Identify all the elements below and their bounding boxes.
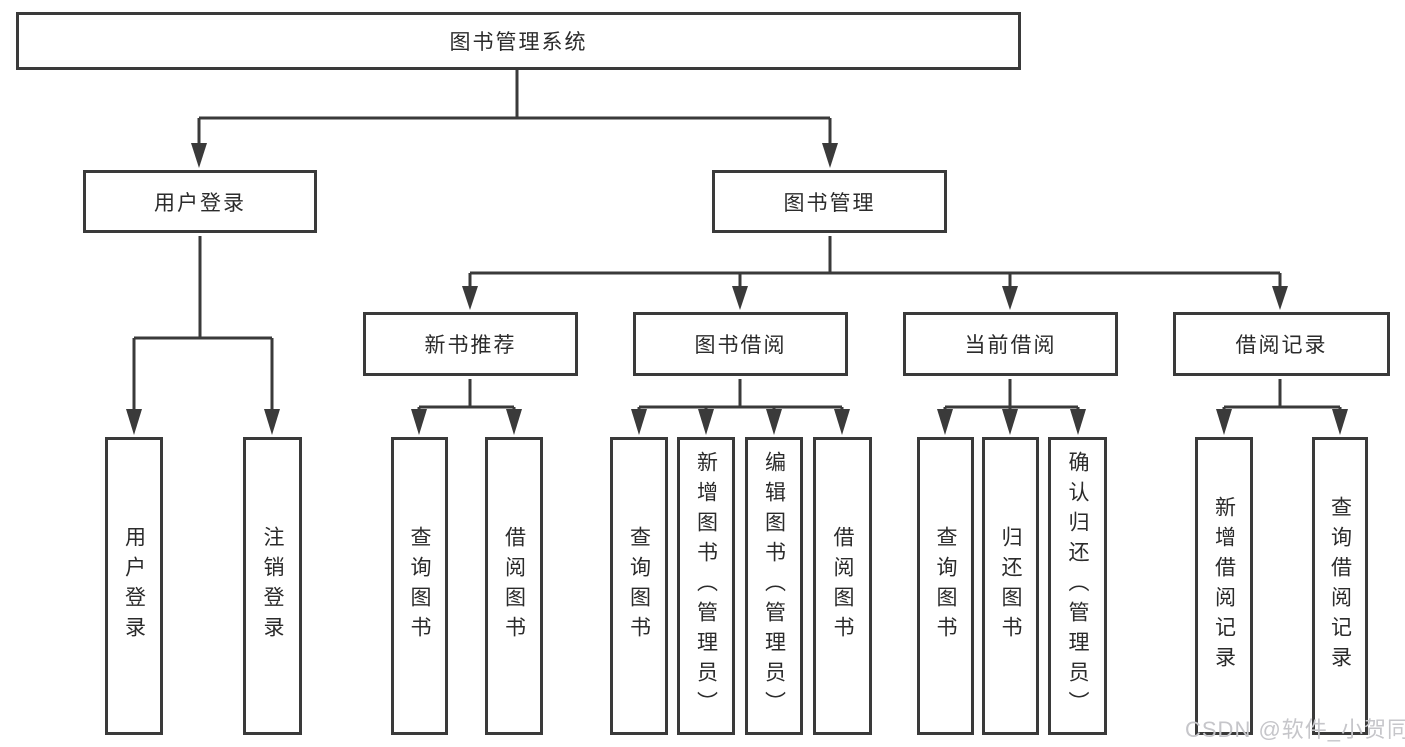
leaf-query-borrow-record: 查询借阅记录 bbox=[1312, 437, 1368, 735]
leaf-borrow-books-label: 借阅图书 bbox=[831, 526, 854, 646]
leaf-user-login: 用户登录 bbox=[105, 437, 163, 735]
leaf-borrow-query-books-label: 查询图书 bbox=[627, 526, 651, 646]
node-book-management: 图书管理 bbox=[712, 170, 947, 233]
leaf-user-login-label: 用户登录 bbox=[122, 526, 146, 646]
leaf-confirm-return-admin-label: 确认归还（管理员） bbox=[1066, 451, 1089, 721]
arrowheads bbox=[126, 143, 1348, 435]
node-current-borrow: 当前借阅 bbox=[903, 312, 1118, 376]
node-new-book-recommend-label: 新书推荐 bbox=[424, 334, 517, 357]
leaf-edit-book-admin: 编辑图书（管理员） bbox=[745, 437, 803, 735]
node-book-borrow-label: 图书借阅 bbox=[694, 334, 787, 357]
leaf-recommend-borrow-books-label: 借阅图书 bbox=[502, 526, 526, 646]
leaf-return-books: 归还图书 bbox=[982, 437, 1039, 735]
leaf-logout-label: 注销登录 bbox=[261, 526, 284, 646]
node-borrow-records-label: 借阅记录 bbox=[1235, 334, 1328, 357]
node-root-system: 图书管理系统 bbox=[16, 12, 1021, 70]
leaf-return-books-label: 归还图书 bbox=[999, 526, 1022, 646]
node-book-borrow: 图书借阅 bbox=[633, 312, 848, 376]
leaf-confirm-return-admin: 确认归还（管理员） bbox=[1048, 437, 1107, 735]
leaf-logout: 注销登录 bbox=[243, 437, 302, 735]
node-root-label: 图书管理系统 bbox=[449, 31, 588, 54]
leaf-current-query-books-label: 查询图书 bbox=[934, 526, 957, 646]
leaf-recommend-query-books-label: 查询图书 bbox=[408, 526, 431, 646]
leaf-add-borrow-record: 新增借阅记录 bbox=[1195, 437, 1253, 735]
leaf-borrow-query-books: 查询图书 bbox=[610, 437, 668, 735]
leaf-recommend-borrow-books: 借阅图书 bbox=[485, 437, 543, 735]
csdn-watermark: CSDN @软件_小贺同学 bbox=[1185, 717, 1405, 742]
leaf-add-book-admin-label: 新增图书（管理员） bbox=[694, 451, 718, 721]
leaf-query-borrow-record-label: 查询借阅记录 bbox=[1328, 496, 1352, 676]
node-book-management-label: 图书管理 bbox=[783, 191, 876, 215]
node-user-login: 用户登录 bbox=[83, 170, 317, 233]
node-borrow-records: 借阅记录 bbox=[1173, 312, 1390, 376]
leaf-recommend-query-books: 查询图书 bbox=[391, 437, 448, 735]
leaf-add-borrow-record-label: 新增借阅记录 bbox=[1212, 496, 1236, 676]
node-current-borrow-label: 当前借阅 bbox=[964, 334, 1057, 357]
leaf-edit-book-admin-label: 编辑图书（管理员） bbox=[762, 451, 786, 721]
node-user-login-label: 用户登录 bbox=[154, 191, 246, 215]
leaf-current-query-books: 查询图书 bbox=[917, 437, 974, 735]
node-new-book-recommend: 新书推荐 bbox=[363, 312, 578, 376]
leaf-add-book-admin: 新增图书（管理员） bbox=[677, 437, 735, 735]
leaf-borrow-books: 借阅图书 bbox=[813, 437, 872, 735]
